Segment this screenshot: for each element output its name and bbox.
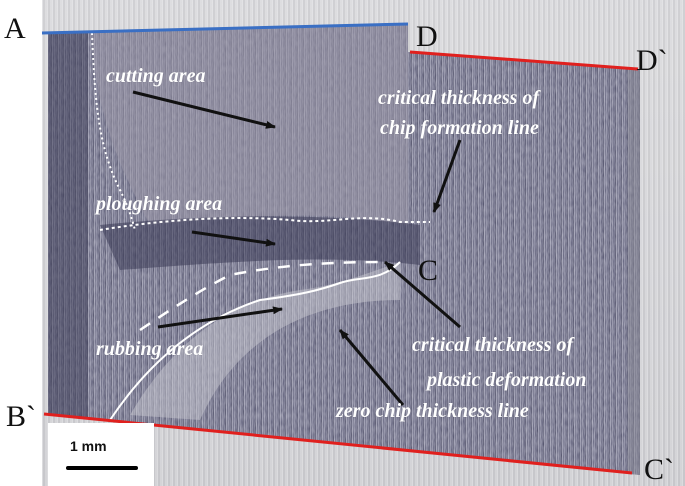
arrow-plastic-deformation [384, 260, 461, 329]
cutting-boundary-line [91, 32, 136, 231]
annotation-zero-chip-line: zero chip thickness line [336, 400, 529, 422]
annotation-cutting-area: cutting area [106, 65, 206, 87]
annotation-chip-formation-2: chip formation line [380, 117, 539, 139]
point-label-A: A [4, 12, 26, 45]
annotation-rubbing-area: rubbing area [96, 338, 204, 360]
point-label-C: C [418, 254, 439, 287]
line-A-D [41, 22, 409, 35]
arrow-zero-chip [338, 329, 405, 406]
annotation-plastic-deformation-2: plastic deformation [427, 369, 587, 391]
annotation-chip-formation-1: critical thickness of [378, 87, 540, 109]
annotation-plastic-deformation-1: critical thickness of [412, 334, 574, 356]
arrow-rubbing-area [157, 306, 283, 329]
scale-bar-box [48, 423, 154, 486]
point-label-D: D [416, 20, 438, 53]
scale-bar-label: 1 mm [70, 438, 107, 454]
scale-bar [66, 466, 138, 470]
annotation-ploughing-area: ploughing area [96, 193, 223, 215]
point-label-C-prime: C` [644, 453, 674, 486]
arrow-ploughing-area [191, 230, 276, 247]
point-label-D-prime: D` [636, 44, 668, 77]
line-D-D-prime [409, 50, 639, 71]
arrow-chip-formation [432, 139, 462, 213]
zero-chip-thickness-line [109, 261, 401, 421]
point-label-B-prime: B` [6, 400, 36, 433]
arrow-cutting-area [132, 90, 276, 129]
